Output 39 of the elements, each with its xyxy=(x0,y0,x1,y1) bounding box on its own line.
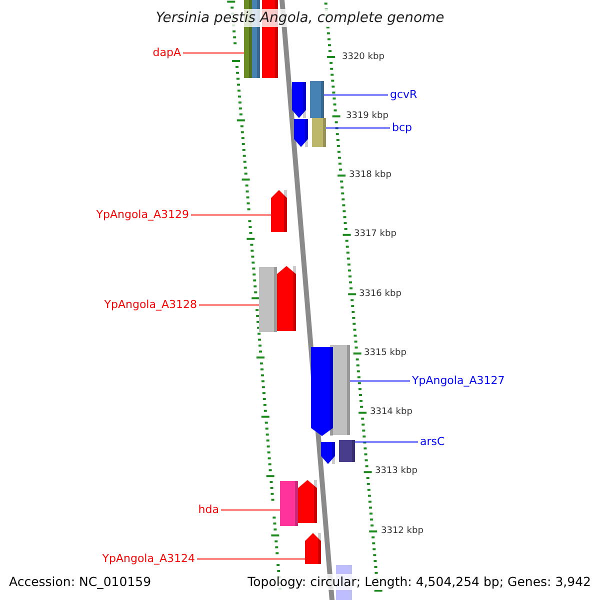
gene-bar xyxy=(310,81,324,118)
scale-label: 3316 kbp xyxy=(359,288,402,300)
gene-block xyxy=(294,119,308,147)
scale-label: 3320 kbp xyxy=(342,51,384,63)
gene-bar xyxy=(312,118,326,147)
gene-block xyxy=(292,82,306,118)
gene-label: arsC xyxy=(420,435,445,449)
scale-label: 3319 kbp xyxy=(346,110,388,122)
gene-label: gcvR xyxy=(390,88,418,102)
scale-label: 3315 kbp xyxy=(364,347,406,359)
gene-label: YpAngola_A3129 xyxy=(96,208,189,222)
scale-label: 3312 kbp xyxy=(381,525,424,537)
gene-bar xyxy=(280,481,298,526)
gene-label: YpAngola_A3124 xyxy=(102,552,195,566)
gene-label: dapA xyxy=(152,46,181,60)
gene-block xyxy=(277,266,296,331)
gene-bar xyxy=(259,267,277,332)
leader-line xyxy=(182,52,244,54)
leader-line xyxy=(190,214,272,216)
gene-block xyxy=(311,347,333,436)
gene-label: hda xyxy=(198,503,219,517)
leader-line xyxy=(350,380,410,382)
gene-block xyxy=(305,533,321,564)
gene-block xyxy=(271,190,287,232)
genome-summary: Topology: circular; Length: 4,504,254 bp; Genes: 3,942 xyxy=(248,574,591,590)
scale-label: 3318 kbp xyxy=(349,169,392,181)
scale-label: 3313 kbp xyxy=(375,465,418,477)
gene-bar xyxy=(339,440,355,462)
gene-label: YpAngola_A3127 xyxy=(412,374,505,388)
scale-label: 3314 kbp xyxy=(370,406,412,418)
gene-block xyxy=(298,480,317,523)
leader-line xyxy=(324,94,388,96)
gene-label: bcp xyxy=(392,121,412,135)
gene-label: YpAngola_A3128 xyxy=(104,298,197,312)
leader-line xyxy=(198,304,260,306)
gene-block xyxy=(321,442,335,464)
leader-line xyxy=(196,558,306,560)
accession-note: Accession: NC_010159 xyxy=(9,574,152,590)
scale-label: 3317 kbp xyxy=(354,228,396,240)
